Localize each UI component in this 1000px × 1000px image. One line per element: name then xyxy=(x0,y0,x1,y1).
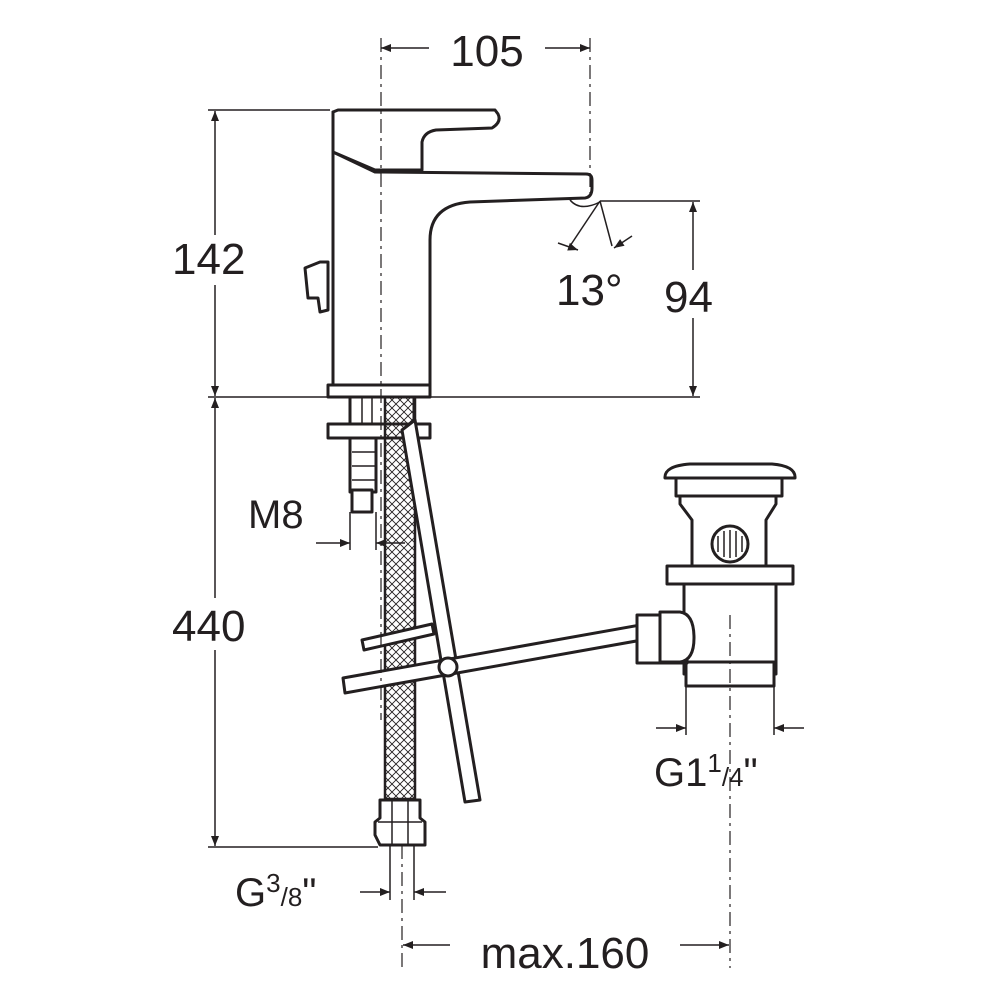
drain-thread-prefix: G1 xyxy=(654,751,707,795)
dimension-thread-rod-label: M8 xyxy=(248,493,304,537)
dimension-spout-angle-label: 13° xyxy=(556,266,623,315)
drain-thread-suffix: " xyxy=(744,751,758,795)
faucet-lever xyxy=(331,108,501,172)
hose-thread-suffix: " xyxy=(302,871,316,915)
rod-break xyxy=(360,622,436,652)
drain-cap xyxy=(663,462,797,480)
dimension-hose-length-label: 440 xyxy=(172,602,245,651)
drain-waste xyxy=(635,462,797,688)
dimension-spout-height-label: 94 xyxy=(664,273,713,322)
hose-thread-denominator: /8 xyxy=(281,882,303,912)
dimension-width-label: 105 xyxy=(450,27,523,76)
dimension-arrows xyxy=(211,44,804,949)
pop-up-rods xyxy=(341,418,644,804)
dimension-drain-thread-label: G11/4" xyxy=(654,748,758,795)
hose-thread-prefix: G xyxy=(235,871,266,915)
hose-thread-numerator: 3 xyxy=(266,868,280,898)
dimension-max-distance-label: max.160 xyxy=(481,929,650,978)
drain-thread-numerator: 1 xyxy=(707,748,721,778)
drain-thread-denominator: /4 xyxy=(722,762,744,792)
pop-up-rod-knob xyxy=(303,260,330,314)
dimension-total-height-label: 142 xyxy=(172,235,245,284)
dimension-hose-thread-label: G3/8" xyxy=(235,868,316,915)
faucet-base xyxy=(326,383,432,399)
drain-flange-nut xyxy=(665,564,795,586)
faucet xyxy=(303,108,601,399)
threaded-rod-m8 xyxy=(348,436,378,494)
